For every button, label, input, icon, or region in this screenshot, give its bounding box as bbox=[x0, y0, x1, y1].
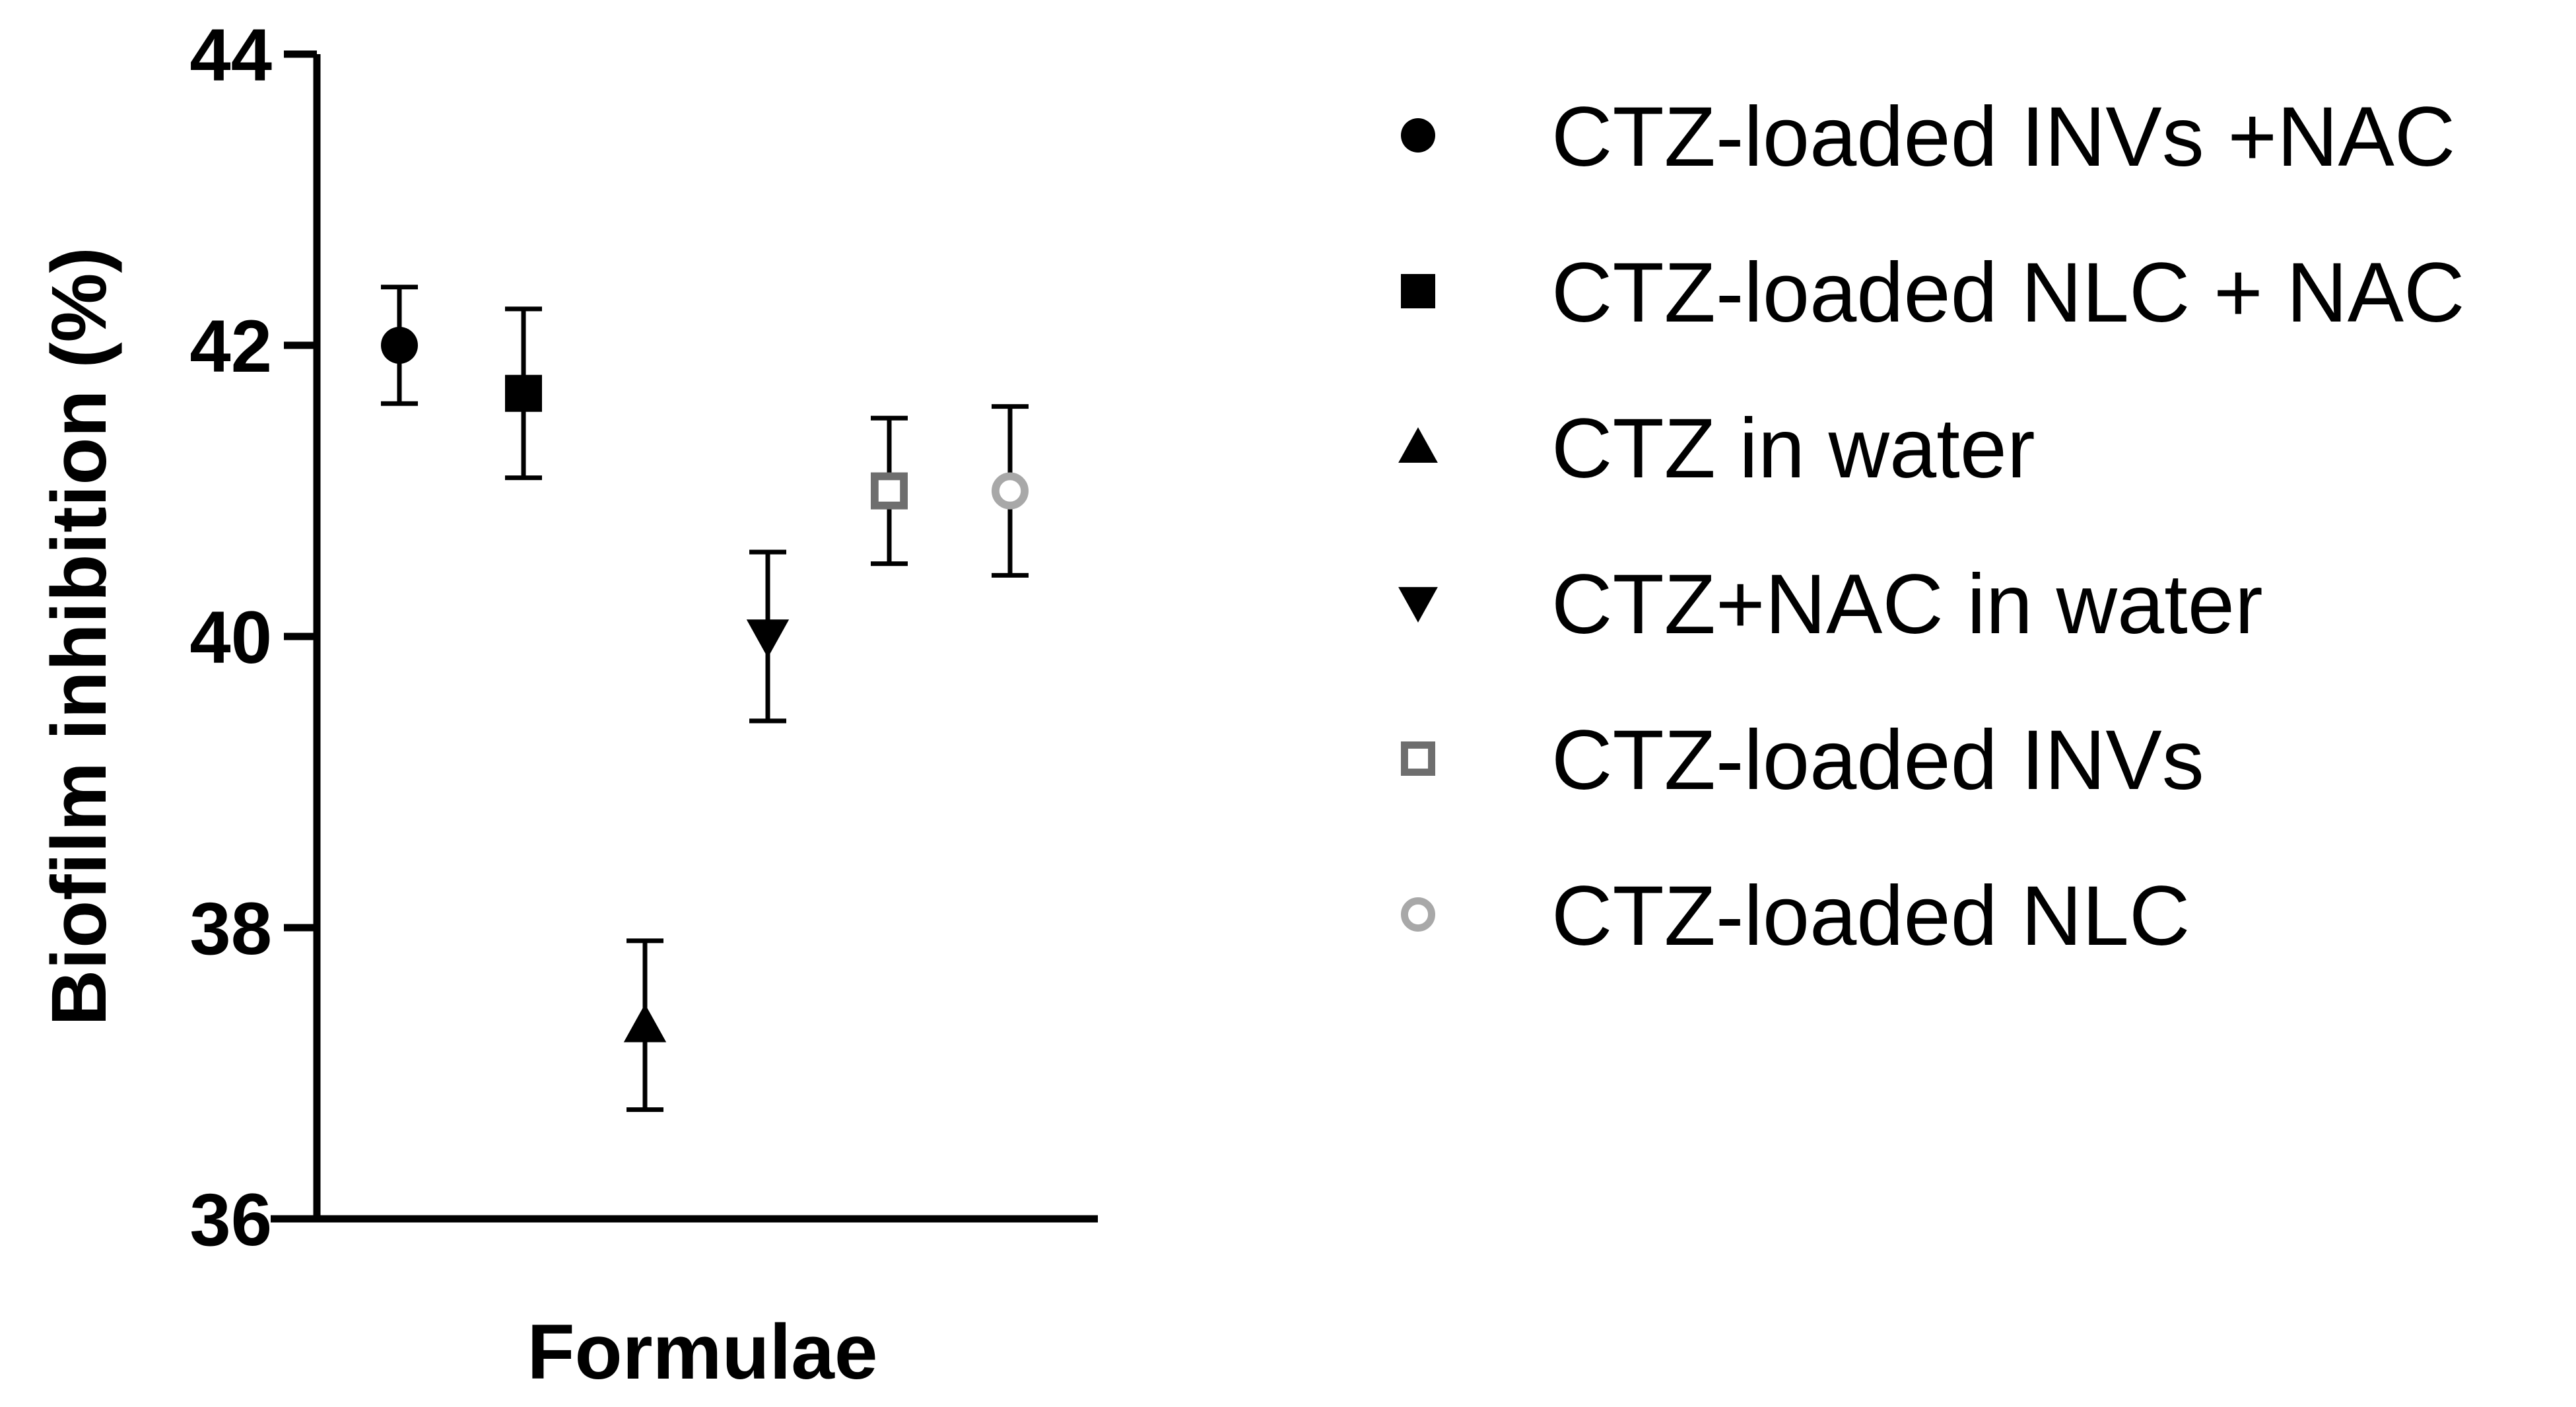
legend-label: CTZ-loaded NLC bbox=[1551, 869, 2190, 963]
legend-label: CTZ+NAC in water bbox=[1551, 557, 2263, 652]
data-point bbox=[871, 472, 908, 510]
legend-marker bbox=[1400, 741, 1435, 776]
legend: CTZ-loaded INVs +NAC CTZ-loaded NLC + NAC… bbox=[1398, 90, 2465, 963]
y-ticks: 36 38 40 42 44 bbox=[189, 14, 317, 1261]
y-tick-label: 42 bbox=[189, 305, 272, 388]
legend-label: CTZ-loaded INVs bbox=[1551, 713, 2204, 807]
error-bars bbox=[381, 285, 1029, 1113]
legend-label: CTZ-loaded INVs +NAC bbox=[1551, 90, 2455, 184]
data-points bbox=[381, 327, 1029, 1043]
data-point bbox=[505, 374, 542, 412]
y-tick-label: 40 bbox=[189, 596, 272, 679]
data-point bbox=[746, 619, 790, 658]
legend-label: CTZ-loaded NLC + NAC bbox=[1551, 246, 2465, 340]
y-tick-label: 44 bbox=[189, 14, 272, 96]
legend-marker bbox=[1401, 118, 1435, 153]
y-tick-label: 38 bbox=[189, 887, 272, 970]
y-tick-label: 36 bbox=[189, 1179, 272, 1261]
data-point bbox=[992, 472, 1029, 510]
legend-marker bbox=[1398, 587, 1438, 623]
data-point bbox=[623, 1004, 667, 1043]
data-point bbox=[381, 327, 418, 364]
axes bbox=[271, 54, 1098, 1223]
legend-marker bbox=[1401, 274, 1435, 308]
x-axis-title: Formulae bbox=[527, 1309, 877, 1396]
legend-marker bbox=[1400, 897, 1435, 932]
legend-label: CTZ in water bbox=[1551, 401, 2035, 496]
legend-marker bbox=[1398, 427, 1438, 463]
y-axis-title: Biofilm inhibition (%) bbox=[36, 247, 123, 1026]
